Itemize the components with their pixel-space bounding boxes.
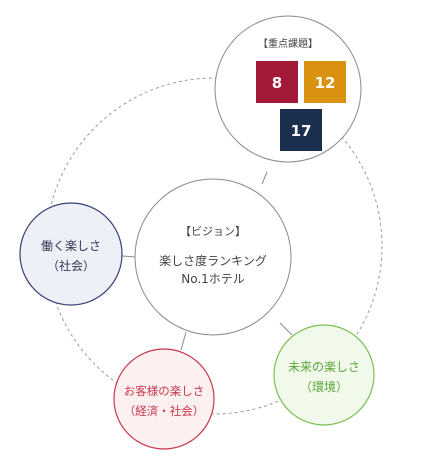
left-circle: 働く楽しさ （社会） xyxy=(19,202,123,306)
sdg-tile-12-number: 12 xyxy=(315,74,336,92)
connector-right xyxy=(279,322,293,336)
right-line1: 未来の楽しさ xyxy=(288,360,360,374)
connector-left xyxy=(121,255,137,258)
sdg-tile-17-number: 17 xyxy=(291,122,312,140)
right-line2: （環境） xyxy=(300,379,348,394)
bottom-line2: （経済・社会） xyxy=(124,404,205,418)
dashed-orbit-ring xyxy=(45,77,383,415)
bottom-line1: お客様の楽しさ xyxy=(124,384,205,398)
center-title: 【ビジョン】 xyxy=(180,225,246,238)
left-line2: （社会） xyxy=(47,258,95,273)
connector-bottom xyxy=(180,331,187,351)
top-title: 【重点課題】 xyxy=(258,37,318,50)
sdg-tile-8: 8 xyxy=(256,61,298,103)
right-circle: 未来の楽しさ （環境） xyxy=(273,324,375,426)
left-line1: 働く楽しさ xyxy=(41,239,101,253)
sdg-tile-17: 17 xyxy=(280,109,322,151)
top-circle: 【重点課題】 8 12 17 xyxy=(214,15,362,163)
center-line2: No.1ホテル xyxy=(181,272,245,286)
sdg-tile-8-number: 8 xyxy=(272,74,282,92)
center-line1: 楽しさ度ランキング xyxy=(159,253,267,268)
connector-top xyxy=(261,171,268,185)
bottom-circle: お客様の楽しさ （経済・社会） xyxy=(113,348,215,450)
center-circle: 【ビジョン】 楽しさ度ランキング No.1ホテル xyxy=(134,178,292,336)
sdg-tile-12: 12 xyxy=(304,61,346,103)
